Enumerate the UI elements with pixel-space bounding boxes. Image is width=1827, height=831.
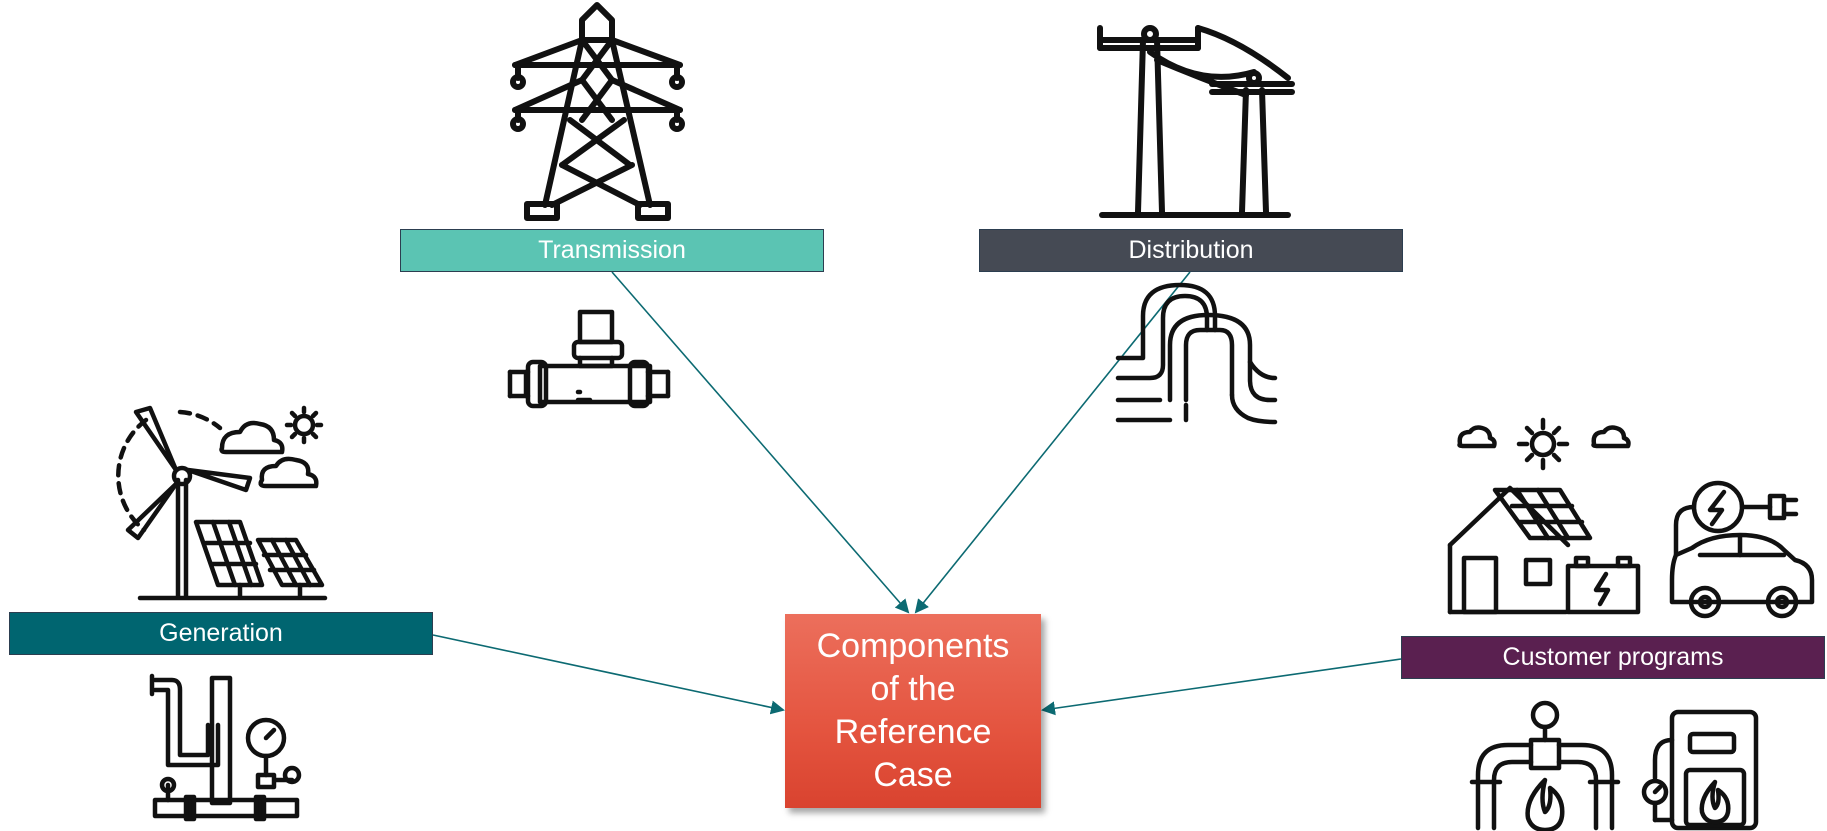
- generation-label-box: Generation: [9, 612, 433, 655]
- gas-pipelines-icon: [1115, 282, 1278, 425]
- generation-label: Generation: [159, 619, 283, 647]
- reference-case-center-box: Components of the Reference Case: [785, 614, 1041, 808]
- gas-pipe-gauge-icon: [149, 673, 302, 822]
- arrow-transmission-to-center: [611, 271, 910, 614]
- distribution-label-box: Distribution: [979, 229, 1403, 272]
- utility-pole-icon: [1097, 25, 1295, 218]
- gas-furnace-icon: [1641, 709, 1759, 831]
- reference-case-title: Components of the Reference Case: [816, 627, 1010, 794]
- arrow-distribution-to-center: [914, 271, 1191, 614]
- transmission-tower-icon: [510, 2, 685, 221]
- arrow-customer-to-center: [1041, 658, 1402, 716]
- electric-car-charging-icon: [1669, 480, 1815, 619]
- transmission-label-box: Transmission: [400, 229, 824, 272]
- distribution-label: Distribution: [1128, 236, 1254, 264]
- gas-pipe-flame-icon: [1469, 700, 1621, 831]
- transmission-label: Transmission: [538, 236, 686, 264]
- solar-house-battery-icon: [1447, 417, 1641, 615]
- arrow-generation-to-center: [432, 634, 785, 715]
- pipe-valve-icon: [507, 309, 671, 409]
- wind-solar-farm-icon: [116, 405, 328, 601]
- customer-programs-label-box: Customer programs: [1401, 636, 1825, 679]
- customer-programs-label: Customer programs: [1502, 643, 1724, 671]
